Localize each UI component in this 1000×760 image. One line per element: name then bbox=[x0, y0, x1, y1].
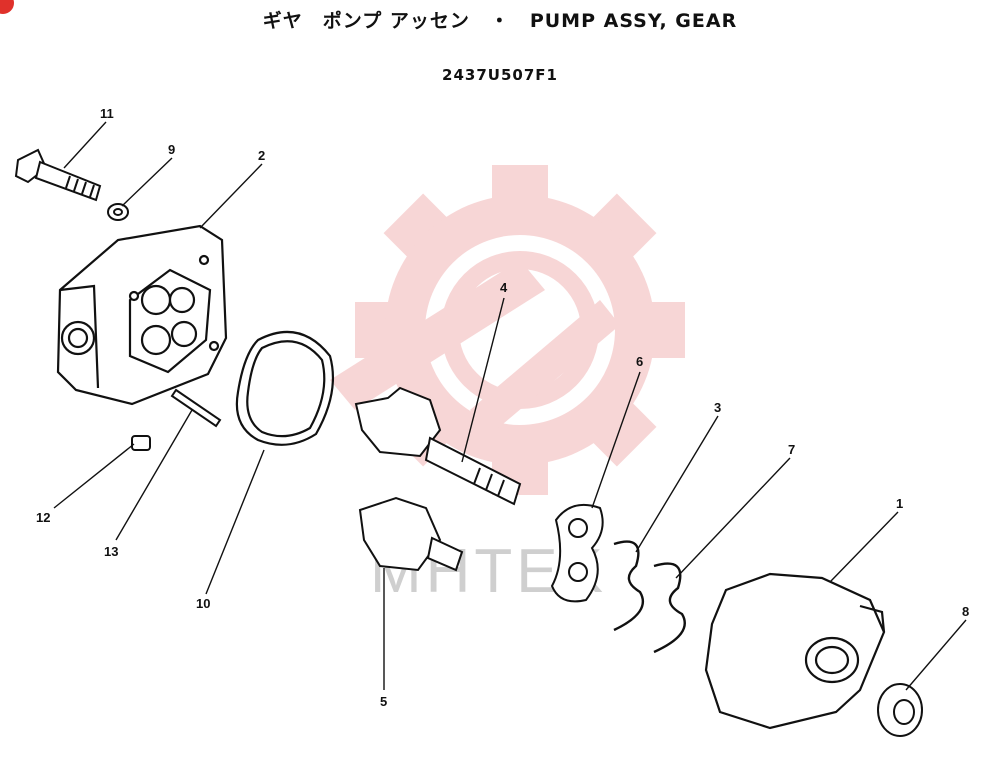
callout-9: 9 bbox=[168, 142, 175, 157]
washer-part bbox=[107, 203, 129, 221]
dowel-pin-part bbox=[170, 388, 222, 428]
callout-1: 1 bbox=[896, 496, 903, 511]
callout-2: 2 bbox=[258, 148, 265, 163]
callout-7: 7 bbox=[788, 442, 795, 457]
callout-4: 4 bbox=[500, 280, 508, 295]
leader-lines bbox=[53, 121, 967, 691]
o-ring-part bbox=[235, 330, 335, 446]
callout-10: 10 bbox=[196, 596, 210, 611]
backup-ring-part bbox=[613, 540, 645, 632]
wear-plate-part bbox=[550, 504, 604, 603]
diagram-title: ギヤ ポンプ アッセン ・ PUMP ASSY, GEAR bbox=[262, 10, 738, 32]
pump-cover-part bbox=[56, 224, 228, 406]
pump-body-part bbox=[704, 572, 886, 730]
callout-11: 11 bbox=[100, 106, 114, 121]
callout-3: 3 bbox=[714, 400, 721, 415]
callout-13: 13 bbox=[104, 544, 118, 559]
callout-12: 12 bbox=[36, 510, 50, 525]
callout-6: 6 bbox=[636, 354, 643, 369]
part-number: 2437U507F1 bbox=[442, 66, 558, 84]
corner-badge bbox=[0, 0, 14, 14]
drive-gear-part bbox=[354, 386, 522, 506]
watermark-gear-icon bbox=[330, 165, 685, 495]
plug-part bbox=[131, 435, 151, 451]
callout-8: 8 bbox=[962, 604, 969, 619]
bolt-part bbox=[14, 148, 102, 202]
oil-seal-part bbox=[877, 683, 923, 737]
seal-part bbox=[653, 562, 686, 654]
callout-5: 5 bbox=[380, 694, 387, 709]
driven-gear-part bbox=[358, 496, 464, 572]
